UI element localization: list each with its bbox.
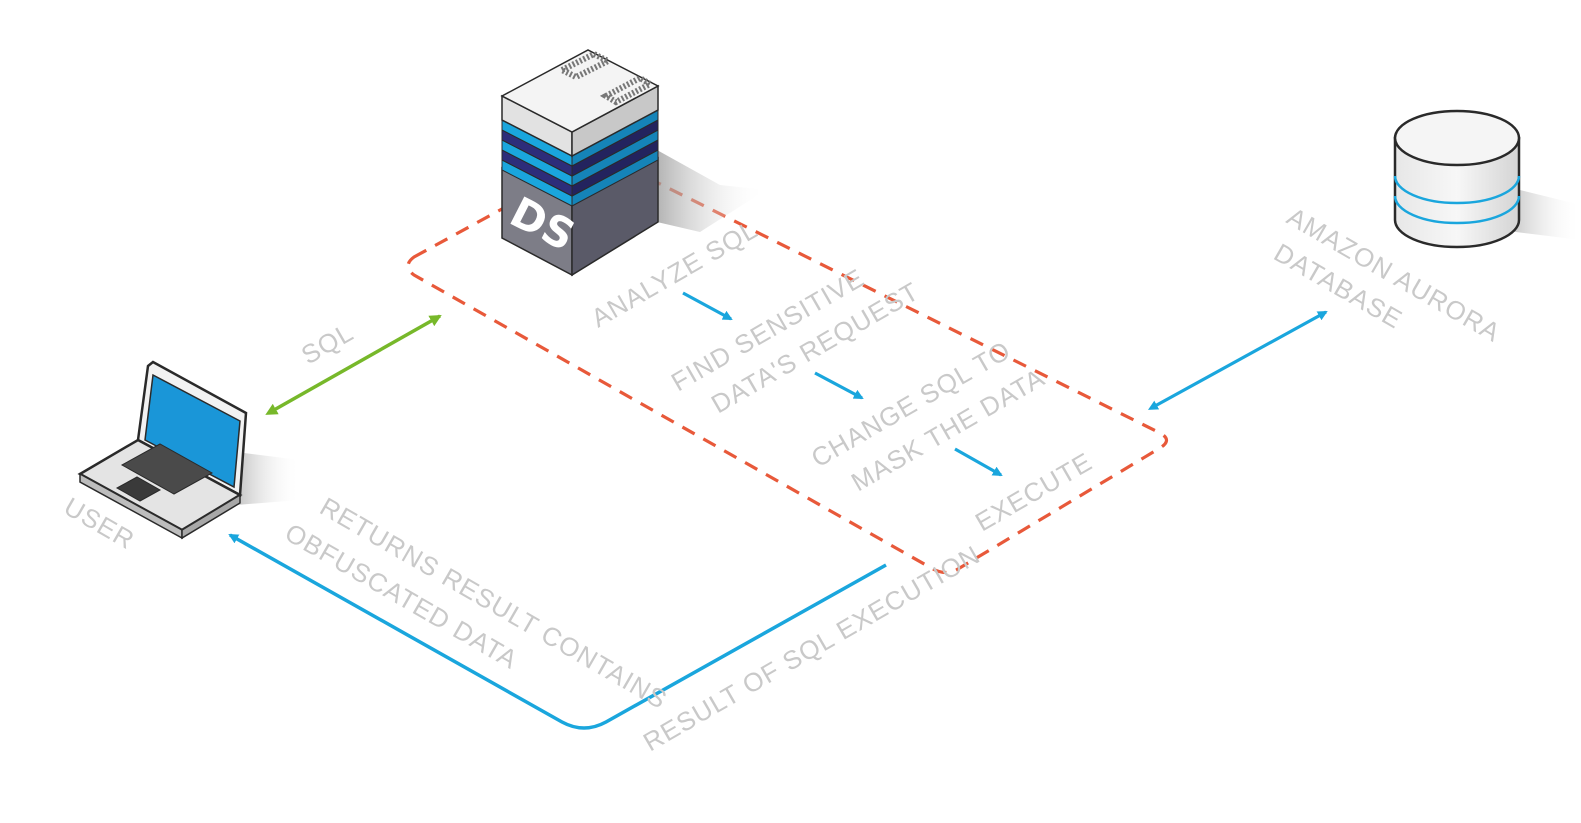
database-icon [1393,109,1581,249]
laptop-icon [77,360,300,540]
ds-server-icon: DS [500,49,766,277]
step-arrow-3 [954,447,1003,477]
result-return-arrow [228,533,887,730]
sql-bidirectional-arrow [265,314,442,415]
database-bidirectional-arrow [1147,310,1328,410]
result-of-sql-execution-label: RESULT OF SQL EXECUTION [638,539,985,757]
server-vents [555,50,657,106]
returns-result-label: RETURNS RESULT CONTAINS OBFUSCATED DATA [280,491,673,715]
process-steps: ANALYZE SQL FIND SENSITIVE DATA'S REQUES… [586,214,1097,537]
step-arrow-2 [814,371,864,400]
server-stripes [501,109,659,207]
step-label-execute: EXECUTE [970,446,1097,537]
returns-result-line1: RETURNS RESULT CONTAINS [315,491,673,715]
sql-label: SQL [296,317,359,370]
step-arrow-1 [682,291,733,321]
